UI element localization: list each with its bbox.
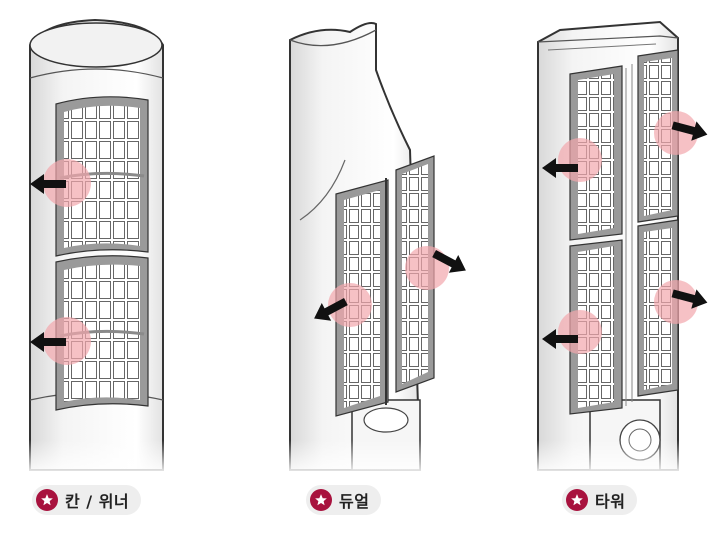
model-label-dual: 듀얼	[306, 485, 382, 515]
highlight-tower-lower-left	[558, 310, 602, 354]
model-name: 타워	[595, 492, 626, 511]
unit-kan-top	[29, 22, 163, 68]
highlight-tower-lower-right	[654, 280, 698, 324]
highlight-tower-upper-left	[558, 138, 602, 182]
star-icon	[36, 489, 58, 511]
unit-dual	[286, 22, 471, 476]
highlight-dual-right	[405, 246, 449, 290]
star-icon	[566, 489, 588, 511]
highlight-kan-upper	[43, 159, 91, 207]
highlight-kan-lower	[43, 317, 91, 365]
unit-tower	[534, 20, 710, 476]
unit-kan-filter-upper	[55, 96, 149, 257]
highlight-tower-upper-right	[654, 111, 698, 155]
unit-kan-winner	[26, 18, 168, 476]
highlight-dual-left	[328, 283, 372, 327]
model-label-tower: 타워	[562, 485, 638, 515]
model-label-kan-winner: 칸 / 위너	[32, 485, 142, 515]
star-icon	[310, 489, 332, 511]
model-name: 듀얼	[339, 492, 370, 511]
model-name: 칸 / 위너	[65, 492, 130, 511]
